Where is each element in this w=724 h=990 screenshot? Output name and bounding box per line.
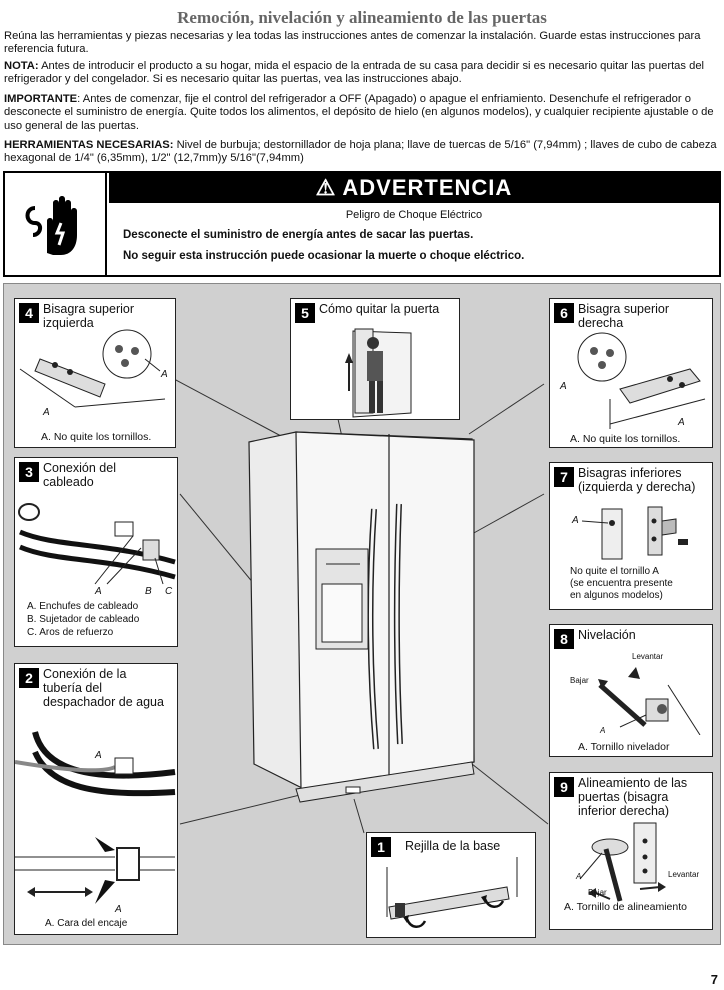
warning-line-2: No seguir esta instrucción puede ocasion…: [123, 250, 525, 262]
label-b: B: [145, 586, 152, 597]
person-removing-door-illustration: [345, 328, 412, 418]
label-a: A: [572, 515, 579, 526]
electric-shock-hand-icon: [5, 173, 107, 275]
page-number: 7: [710, 972, 718, 987]
panel-title-line-3: despachador de agua: [43, 695, 164, 709]
herramientas-label: HERRAMIENTAS NECESARIAS:: [4, 139, 174, 151]
label-levantar: Levantar: [632, 652, 664, 661]
panel-title-line-2: cableado: [43, 475, 94, 489]
nota-label: NOTA:: [4, 60, 39, 72]
herramientas-text: Nivel de burbuja; destornillador de hoja…: [4, 139, 717, 165]
panel-caption: A. No quite los tornillos.: [570, 433, 681, 445]
panel-title-line-2: (izquierda y derecha): [578, 480, 696, 494]
base-grille-illustration: [386, 857, 518, 928]
water-line-connection-illustration: [15, 731, 176, 904]
leveling-screw-illustration: [598, 667, 701, 735]
panel-title-line-1: Conexión del: [43, 461, 116, 475]
herramientas-paragraph: HERRAMIENTAS NECESARIAS: Nivel de burbuj…: [4, 139, 722, 166]
label-a: A: [576, 872, 582, 881]
panel-6-upper-right-hinge: 6 Bisagra superior derecha A A A. No qui…: [549, 298, 713, 448]
step-number: 5: [295, 303, 315, 323]
panel-9-door-alignment: 9 Alineamiento de las puertas (bisagra i…: [549, 772, 713, 930]
panel-title-line-1: Conexión de la: [43, 667, 127, 681]
panel-title-line-1: Bisagra superior: [578, 302, 670, 316]
intro-paragraph: Reúna las herramientas y piezas necesari…: [4, 30, 701, 56]
panel-5-remove-door: 5 Cómo quitar la puerta: [290, 298, 460, 420]
panel-title: Rejilla de la base: [405, 839, 501, 853]
panel-8-leveling: 8 Nivelación Levantar Bajar A A. Tornill…: [549, 624, 713, 757]
warning-subheading: Peligro de Choque Eléctrico: [345, 209, 483, 221]
importante-text: : Antes de comenzar, fije el control del…: [4, 93, 714, 132]
step-number: 9: [554, 777, 574, 797]
panel-3-wiring-connection: 3 Conexión del cableado A B C A. Enchufe…: [14, 457, 178, 647]
caption-line-2: (se encuentra presente: [570, 578, 673, 589]
step-number: 7: [554, 467, 574, 487]
label-a-left: A: [43, 407, 50, 418]
label-a: A: [600, 726, 606, 735]
caption-b: B. Sujetador de cableado: [27, 614, 140, 625]
caption-line-3: en algunos modelos): [570, 590, 663, 601]
label-a-bottom: A: [115, 904, 122, 915]
upper-left-hinge-illustration: [19, 329, 166, 408]
panel-title: Nivelación: [578, 628, 636, 642]
caption-a: A. Enchufes de cableado: [27, 601, 139, 612]
label-a-right: A: [678, 417, 685, 428]
panel-title-line-2: tubería del: [43, 681, 103, 695]
page-title: Remoción, nivelación y alineamiento de l…: [177, 8, 547, 27]
panel-title-line-3: inferior derecha): [578, 804, 670, 818]
panel-title-line-2: izquierda: [43, 316, 94, 330]
warning-line-1: Desconecte el suministro de energía ante…: [123, 229, 474, 241]
warning-heading: ADVERTENCIA: [342, 175, 513, 200]
refrigerator-illustration: [173, 378, 549, 834]
importante-label: IMPORTANTE: [4, 93, 78, 105]
importante-paragraph: IMPORTANTE: Antes de comenzar, fije el c…: [4, 93, 722, 133]
warning-heading-bar: ⚠ADVERTENCIA: [109, 173, 719, 203]
warning-triangle-icon: ⚠: [315, 175, 337, 200]
panel-caption: A. Tornillo nivelador: [578, 741, 670, 753]
wiring-connection-illustration: [18, 503, 176, 585]
label-a-top: A: [95, 750, 102, 761]
step-number: 6: [554, 303, 574, 323]
upper-right-hinge-illustration: [577, 332, 706, 429]
label-levantar: Levantar: [668, 870, 700, 879]
warning-box: ⚠ADVERTENCIA Peligro de Choque Eléctrico…: [3, 171, 721, 277]
panel-title-line-1: Bisagra superior: [43, 302, 135, 316]
step-number: 1: [371, 837, 391, 857]
panel-title-line-2: puertas (bisagra: [578, 790, 669, 804]
label-c: C: [165, 586, 173, 597]
lower-hinge-illustration: [581, 506, 688, 560]
alignment-screw-illustration: [579, 822, 666, 902]
panel-caption: A. Cara del encaje: [45, 918, 128, 929]
panel-caption: A. No quite los tornillos.: [41, 431, 152, 443]
panel-title-line-1: Bisagras inferiores: [578, 466, 682, 480]
label-bajar: Bajar: [588, 888, 607, 897]
panel-4-upper-left-hinge: 4 Bisagra superior izquierda A A A. No q…: [14, 298, 176, 448]
door-removal-diagram: 4 Bisagra superior izquierda A A A. No q…: [3, 283, 721, 945]
label-bajar: Bajar: [570, 676, 589, 685]
panel-title-line-1: Alineamiento de las: [578, 776, 688, 790]
nota-paragraph: NOTA: Antes de introducir el producto a …: [4, 60, 722, 87]
label-a-right: A: [161, 369, 168, 380]
caption-c: C. Aros de refuerzo: [27, 627, 114, 638]
panel-title-line-2: derecha: [578, 316, 624, 330]
caption-line-1: No quite el tornillo A: [570, 566, 659, 577]
panel-7-lower-hinges: 7 Bisagras inferiores (izquierda y derec…: [549, 462, 713, 610]
step-number: 3: [19, 462, 39, 482]
step-number: 4: [19, 303, 39, 323]
label-a-left: A: [560, 381, 567, 392]
panel-1-base-grille: 1 Rejilla de la base: [366, 832, 536, 938]
step-number: 2: [19, 668, 39, 688]
panel-title: Cómo quitar la puerta: [319, 302, 440, 316]
step-number: 8: [554, 629, 574, 649]
panel-caption: A. Tornillo de alineamiento: [564, 901, 687, 913]
nota-text: Antes de introducir el producto a su hog…: [4, 60, 705, 86]
panel-2-water-line: 2 Conexión de la tubería del despachador…: [14, 663, 178, 935]
label-a: A: [95, 586, 102, 597]
